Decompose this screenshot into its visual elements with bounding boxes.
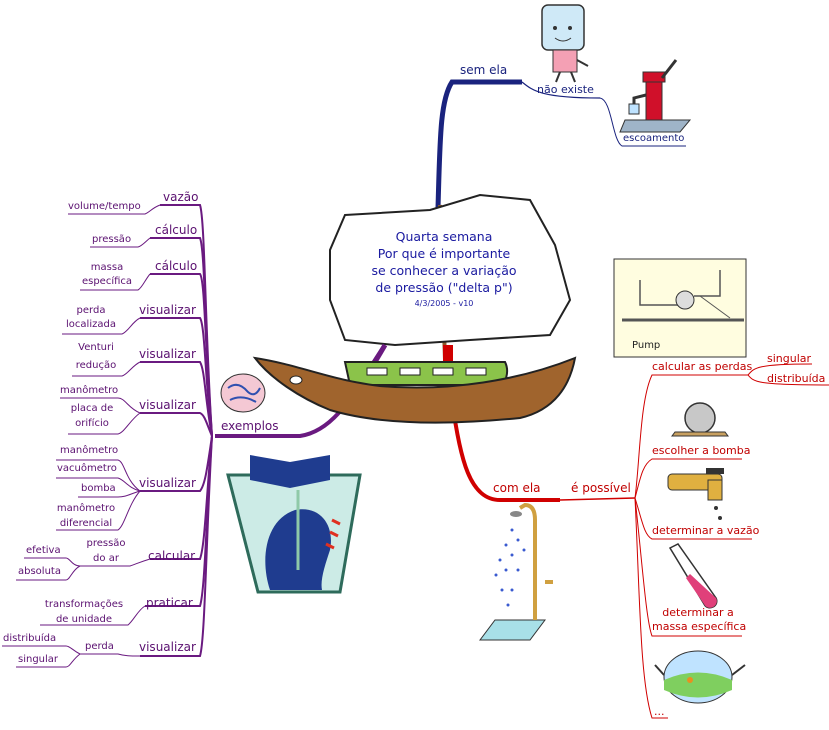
topic-perda-2[interactable]: perda — [85, 641, 114, 652]
perda-line-1: perda — [76, 305, 106, 316]
boat-illustration — [252, 193, 577, 424]
branch-exemplos — [2, 204, 387, 668]
determinar-massa-line-1: determinar a — [662, 606, 734, 619]
topic-efetiva[interactable]: efetiva — [26, 545, 61, 556]
topic-perda-localizada[interactable]: perda localizada — [60, 305, 122, 330]
pressao-ar-line-1: pressão — [86, 538, 126, 549]
transformacoes-line-1: transformações — [44, 599, 124, 610]
central-line-1: Quarta semana — [395, 229, 493, 244]
topic-visualizar-3[interactable]: visualizar — [139, 398, 196, 412]
massa-line-2: específica — [81, 275, 133, 287]
topic-absoluta[interactable]: absoluta — [18, 566, 61, 577]
central-line-2: Por que é importante — [377, 246, 511, 261]
topic-singular[interactable]: singular — [18, 654, 59, 665]
manometro-dif-line-1: manômetro — [56, 503, 116, 514]
faucet-icon — [667, 468, 724, 520]
pump-diagram — [613, 258, 747, 358]
topic-nao-existe[interactable]: não existe — [537, 83, 594, 96]
topic-exemplos[interactable]: exemplos — [221, 419, 279, 433]
pressao-ar-line-2: do ar — [93, 552, 119, 564]
branch-sem-ela — [435, 79, 686, 209]
topic-calculo-2[interactable]: cálculo — [155, 259, 198, 273]
topic-e-possivel[interactable]: é possível — [571, 481, 631, 495]
topic-volume-tempo[interactable]: volume/tempo — [68, 201, 141, 212]
placa-line-2: orifício — [75, 417, 109, 429]
topic-venturi-reducao[interactable]: Venturi redução — [70, 342, 122, 371]
venturi-line-1: Venturi — [78, 342, 114, 353]
transformacoes-line-2: de unidade — [55, 613, 113, 625]
topic-pressao[interactable]: pressão — [92, 234, 132, 245]
topic-distribuida-perda[interactable]: distribuída — [767, 372, 826, 385]
landscape-icon — [654, 650, 746, 704]
topic-escolher-bomba[interactable]: escolher a bomba — [652, 444, 751, 457]
topic-manometro-2[interactable]: manômetro — [60, 445, 119, 456]
topic-visualizar-1[interactable]: visualizar — [139, 303, 196, 317]
topic-manometro-diferencial[interactable]: manômetro diferencial — [54, 503, 118, 529]
topic-visualizar-2[interactable]: visualizar — [139, 347, 196, 361]
topic-praticar[interactable]: praticar — [146, 596, 193, 610]
brain-icon — [220, 373, 266, 413]
central-topic: Quarta semana Por que é importante se co… — [348, 228, 540, 312]
topic-escoamento[interactable]: escoamento — [623, 133, 685, 144]
topic-determinar-vazao[interactable]: determinar a vazão — [652, 524, 760, 537]
topic-visualizar-4[interactable]: visualizar — [139, 476, 196, 490]
topic-ellipsis[interactable]: ... — [654, 705, 665, 718]
topic-pressao-do-ar[interactable]: pressão do ar — [82, 538, 130, 564]
venturi-line-2: redução — [75, 359, 117, 371]
topic-singular-perda[interactable]: singular — [767, 352, 812, 365]
determinar-massa-line-2: massa específica — [652, 619, 747, 633]
tank-icon — [671, 402, 729, 437]
massa-line-1: massa — [90, 262, 124, 273]
topic-calcular-perdas[interactable]: calcular as perdas — [652, 360, 753, 373]
central-version: 4/3/2005 - v10 — [414, 299, 474, 308]
topic-calcular[interactable]: calcular — [148, 549, 196, 563]
topic-com-ela[interactable]: com ela — [493, 481, 541, 495]
test-tube-icon — [668, 543, 718, 609]
placa-line-1: placa de — [70, 403, 114, 414]
topic-visualizar-5[interactable]: visualizar — [139, 640, 196, 654]
person-icon — [541, 4, 589, 83]
central-line-3: se conhecer a variação — [371, 263, 517, 278]
topic-calculo-1[interactable]: cálculo — [155, 223, 198, 237]
manometro-dif-line-2: diferencial — [59, 517, 113, 529]
central-line-4: de pressão ("delta p") — [375, 280, 513, 295]
shower-icon — [479, 502, 553, 641]
pump-diagram-label: Pump — [632, 340, 661, 351]
topic-sem-ela[interactable]: sem ela — [460, 63, 508, 77]
topic-manometro-1[interactable]: manômetro — [60, 385, 119, 396]
topic-vazao[interactable]: vazão — [163, 190, 199, 204]
book-head-logo — [226, 455, 362, 594]
topic-transformacoes-unidade[interactable]: transformações de unidade — [38, 599, 130, 625]
topic-vacuometro[interactable]: vacuômetro — [57, 463, 117, 474]
hand-pump-icon — [619, 59, 692, 133]
topic-distribuida[interactable]: distribuída — [3, 633, 57, 644]
topic-bomba[interactable]: bomba — [81, 483, 116, 494]
perda-line-2: localizada — [66, 318, 116, 330]
topic-placa-orificio[interactable]: placa de orifício — [66, 403, 118, 429]
topic-massa-especifica[interactable]: massa específica — [76, 262, 138, 287]
topic-determinar-massa[interactable]: determinar a massa específica — [652, 606, 747, 633]
